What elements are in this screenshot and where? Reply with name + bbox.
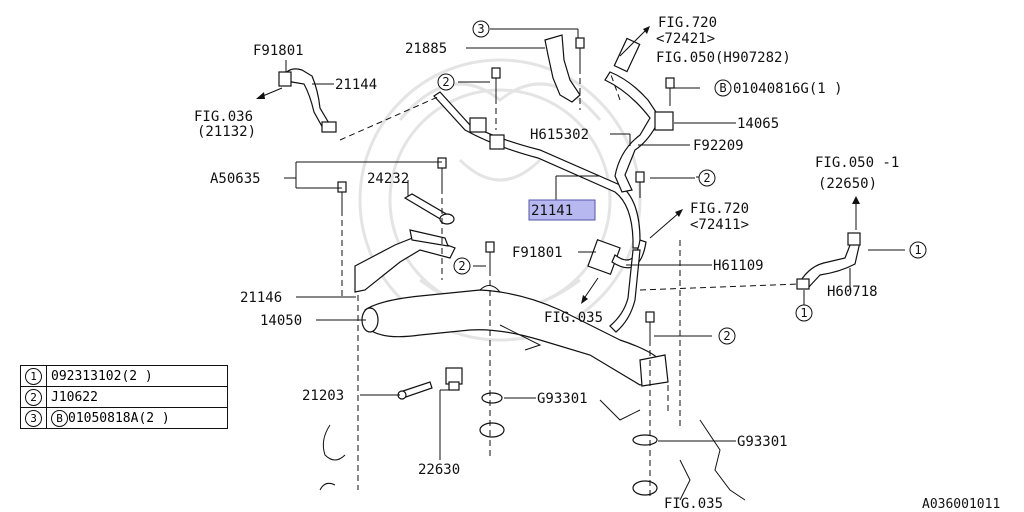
- label-24232: 24232: [367, 171, 409, 187]
- callout-b-top: B: [719, 81, 726, 95]
- diagram-id: A036001011: [922, 497, 1000, 512]
- label-21203: 21203: [302, 388, 344, 404]
- callout-circles: 3 2 2 2 2 1 1 B: [437, 20, 927, 345]
- fig-035-a: FIG.035: [544, 310, 603, 326]
- label-b01040816g: 01040816G(1 ): [733, 81, 843, 97]
- legend-value-3: 01050818A(2 ): [68, 410, 170, 426]
- gasket-g93301-b: [632, 434, 658, 496]
- legend-key-1: 1: [25, 367, 42, 385]
- sensor-22630: [445, 367, 463, 391]
- label-14065: 14065: [737, 116, 779, 132]
- water-pipe-14050: [361, 285, 669, 387]
- fig-720-b-sub: <72411>: [690, 217, 749, 233]
- label-f91801-mid: F91801: [512, 245, 563, 261]
- fig-035-b: FIG.035: [664, 496, 723, 512]
- bracket-21146: [354, 229, 456, 293]
- fig-720-a-sub: <72421>: [656, 31, 715, 47]
- label-g93301-b: G93301: [737, 434, 788, 450]
- bracket-21885: [544, 34, 581, 103]
- callout-3-top: 3: [477, 22, 484, 36]
- label-21144: 21144: [335, 77, 377, 93]
- fig-720-b: FIG.720: [690, 201, 749, 217]
- label-21146: 21146: [240, 290, 282, 306]
- callout-2-b: 2: [703, 171, 710, 185]
- legend-row: 1 092313102(2 ): [20, 365, 228, 387]
- callout-1-b: 1: [800, 306, 807, 320]
- leader-lines: [284, 28, 905, 460]
- fig-050: FIG.050(H907282): [656, 50, 791, 66]
- gasket-24232: [403, 193, 455, 225]
- legend-value-1: 092313102(2 ): [46, 365, 228, 387]
- label-21141: 21141: [531, 203, 573, 219]
- fig-050-1: FIG.050 -1: [815, 155, 899, 171]
- coolant-pipe-21141: [433, 91, 641, 249]
- fig-036-sub: (21132): [197, 124, 256, 140]
- arrows: [256, 26, 860, 304]
- label-14050: 14050: [260, 313, 302, 329]
- highlight-21141: [528, 199, 596, 221]
- fig-050-1-sub: (22650): [818, 176, 877, 192]
- fig-036: FIG.036: [194, 109, 253, 125]
- callout-2-a: 2: [442, 75, 449, 89]
- legend-row: 2 J10622: [20, 386, 228, 408]
- hose-h60718: [796, 232, 861, 290]
- label-f92209: F92209: [693, 138, 744, 154]
- engine-outline: [319, 399, 746, 501]
- label-h60718: H60718: [827, 284, 878, 300]
- legend-key-3: 3: [25, 409, 42, 427]
- callout-1-a: 1: [914, 243, 921, 257]
- label-f91801-top: F91801: [253, 43, 304, 59]
- bolts: [337, 37, 675, 346]
- assembly-lines: [339, 68, 801, 500]
- label-g93301-a: G93301: [537, 391, 588, 407]
- sensor-21203: [397, 381, 433, 400]
- hose-h61109: [609, 249, 641, 333]
- label-h61109: H61109: [713, 258, 764, 274]
- label-22630: 22630: [418, 462, 460, 478]
- part-labels: F91801 21144 21885 01040816G(1 ) 14065 H…: [210, 41, 878, 478]
- legend-key-2: 2: [25, 388, 42, 406]
- label-a50635: A50635: [210, 171, 261, 187]
- label-h615302: H615302: [530, 127, 589, 143]
- callout-2-d: 2: [723, 329, 730, 343]
- fig-720-a: FIG.720: [658, 15, 717, 31]
- label-21885: 21885: [405, 41, 447, 57]
- legend-prefix-b: B: [51, 409, 68, 427]
- hose-21144: [278, 68, 337, 133]
- legend-value-2: J10622: [46, 386, 228, 408]
- figure-refs: FIG.036 (21132) FIG.720 <72421> FIG.050(…: [194, 15, 899, 512]
- callout-2-c: 2: [458, 259, 465, 273]
- hose-f92209: [604, 37, 674, 193]
- gasket-g93301-a: [479, 392, 505, 438]
